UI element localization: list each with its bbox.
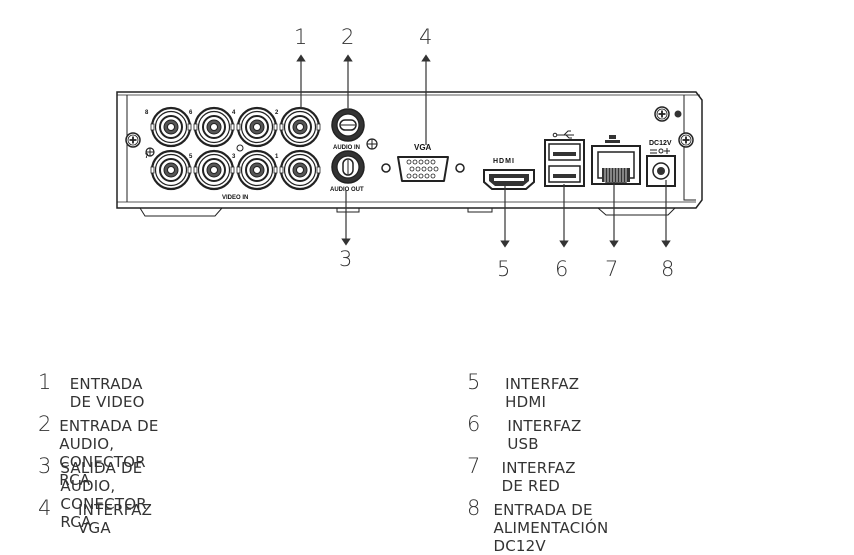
legend-label: ENTRADA DE AUDIO, CONECTOR RCA	[59, 417, 159, 489]
callout-7: 7	[605, 257, 618, 281]
bnc-number: 7	[145, 154, 149, 160]
usb-ports	[544, 130, 585, 187]
callout-arrows	[296, 54, 671, 248]
bnc-port-3	[235, 149, 279, 191]
bnc-number: 8	[145, 110, 149, 116]
screw-icon	[678, 132, 694, 148]
callout-1: 1	[294, 25, 307, 49]
legend-item: 3 SALIDA DE AUDIO, CONECTOR RCA	[38, 454, 176, 531]
bnc-number: 1	[275, 154, 279, 160]
hdmi-label: HDMI	[493, 158, 515, 165]
legend-number: 5	[467, 370, 481, 394]
bnc-port-6	[192, 106, 236, 148]
legend-item: 6 INTERFAZ USB	[467, 412, 593, 453]
legend-number: 2	[38, 412, 52, 436]
callout-3: 3	[339, 247, 352, 271]
bnc-port-4	[235, 106, 279, 148]
callout-2: 2	[341, 25, 354, 49]
legend-label: INTERFAZ DE RED	[501, 459, 576, 495]
legend-item: 5 INTERFAZ HDMI	[467, 370, 593, 411]
legend-item: 1 ENTRADA DE VIDEO	[38, 370, 163, 411]
vga-port: VGA	[381, 143, 465, 182]
bnc-number: 2	[275, 110, 279, 116]
polarity-icon	[650, 148, 670, 154]
legend-number: 3	[38, 454, 52, 478]
bnc-number: 3	[232, 154, 236, 160]
legend-label: SALIDA DE AUDIO, CONECTOR RCA	[60, 459, 147, 531]
screw-icon	[654, 106, 670, 122]
legend-label: INTERFAZ VGA	[78, 501, 153, 537]
network-port	[591, 135, 641, 185]
legend-label: ENTRADA DE VIDEO	[69, 375, 145, 411]
bnc-number: 6	[189, 110, 193, 116]
bnc-number: 5	[189, 154, 193, 160]
audio-in-label: AUDIO IN	[333, 145, 360, 151]
bnc-port-2	[278, 106, 322, 148]
callout-6: 6	[555, 257, 568, 281]
legend-item: 4 INTERFAZ VGA	[38, 496, 164, 537]
led-indicator	[236, 144, 244, 152]
audio-out-port: AUDIO OUT	[330, 150, 365, 193]
callout-numbers: 1 2 3 4 5 6 7 8	[294, 25, 674, 281]
bnc-port-7	[149, 149, 193, 191]
legend-label: INTERFAZ USB	[507, 417, 582, 453]
usb-icon	[552, 130, 574, 139]
network-icon	[605, 135, 620, 143]
video-in-ports: 8 6 4 2 7 5 3 1 VIDEO IN	[145, 106, 322, 201]
ground-icon	[145, 110, 682, 157]
callout-4: 4	[419, 25, 432, 49]
video-in-label: VIDEO IN	[222, 195, 248, 201]
legend-item: 8 ENTRADA DE ALIMENTACIÓN DC12V	[467, 496, 634, 555]
bnc-number: 4	[232, 110, 236, 116]
legend-label: ENTRADA DE ALIMENTACIÓN DC12V	[493, 501, 609, 555]
hdmi-port: HDMI	[483, 158, 535, 190]
power-port: DC12V	[646, 140, 676, 187]
legend-number: 8	[467, 496, 481, 520]
legend-number: 7	[467, 454, 481, 478]
legend-number: 6	[467, 412, 481, 436]
legend-number: 1	[38, 370, 52, 394]
bnc-port-8	[149, 106, 193, 148]
dvr-rear-panel-diagram: 8 6 4 2 7 5 3 1 VIDEO IN AUDIO IN AUDIO …	[116, 25, 703, 281]
callout-5: 5	[497, 257, 510, 281]
vga-label: VGA	[414, 143, 432, 152]
audio-out-label: AUDIO OUT	[330, 187, 364, 193]
power-label: DC12V	[649, 140, 672, 147]
bnc-port-1	[278, 149, 322, 191]
legend-number: 4	[38, 496, 52, 520]
legend-item: 2 ENTRADA DE AUDIO, CONECTOR RCA	[38, 412, 176, 489]
screw-icon	[125, 132, 141, 148]
legend-item: 7 INTERFAZ DE RED	[467, 454, 593, 495]
audio-in-port: AUDIO IN	[331, 108, 365, 151]
callout-8: 8	[661, 257, 674, 281]
legend-label: INTERFAZ HDMI	[505, 375, 580, 411]
bnc-port-5	[192, 149, 236, 191]
